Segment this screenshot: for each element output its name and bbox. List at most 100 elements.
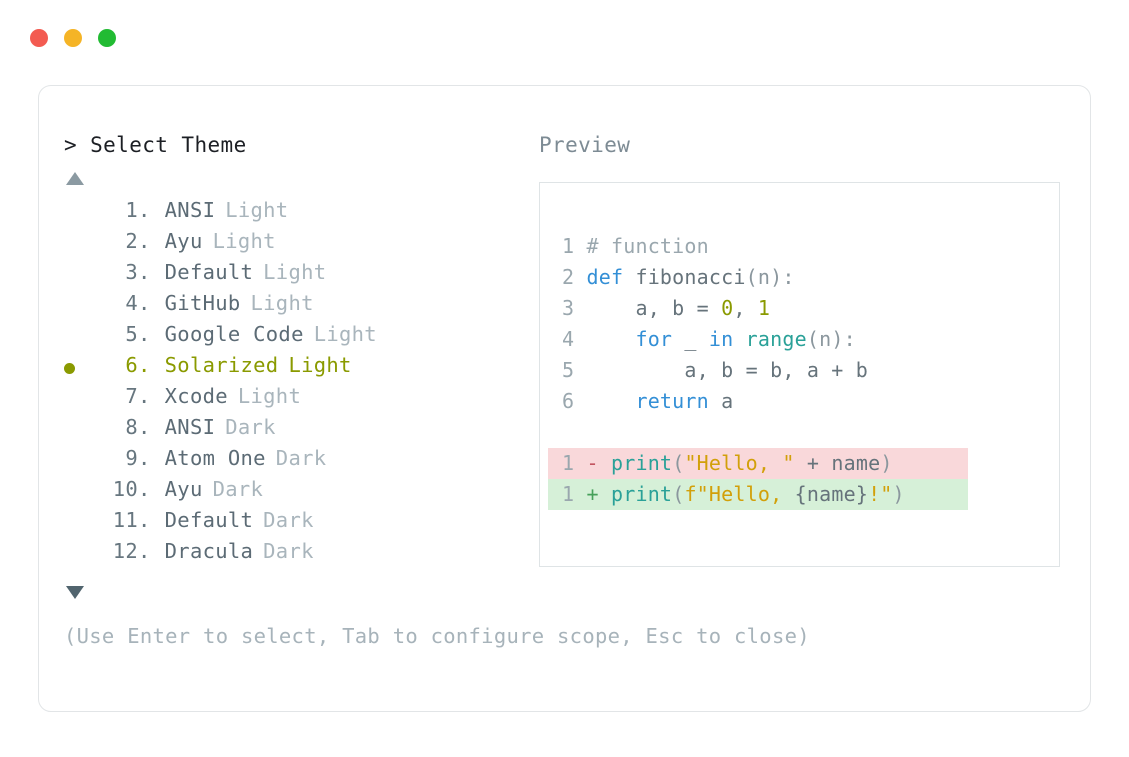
selection-bullet-cell — [64, 353, 92, 384]
code-token: a, b = — [586, 296, 722, 320]
code-line: 4 for _ in range(n): — [540, 324, 1059, 355]
theme-item-index: 6 — [125, 353, 138, 377]
code-line: 1 # function — [540, 231, 1059, 262]
theme-item-index-dot: . — [138, 229, 151, 253]
selection-bullet-cell — [64, 198, 92, 229]
selection-bullet-cell — [64, 384, 92, 415]
selection-bullet-cell — [64, 229, 92, 260]
theme-item-index: 11 — [112, 508, 138, 532]
theme-item-index-dot: . — [138, 198, 151, 222]
selection-bullet-cell — [64, 446, 92, 477]
diff-line-number: 1 — [562, 482, 587, 506]
code-token: a, b = b, a + b — [586, 358, 869, 382]
code-token: fibonacci — [635, 265, 746, 289]
theme-item-index-dot: . — [138, 322, 151, 346]
code-line-number: 5 — [562, 358, 587, 382]
code-token: ) — [892, 482, 905, 506]
diff-line-added: 1 + print(f"Hello, {name}!") — [548, 479, 968, 510]
close-button[interactable] — [30, 29, 48, 47]
theme-item-index-dot: . — [138, 539, 151, 563]
theme-item-name: Default — [164, 260, 254, 284]
selection-bullet-cell — [64, 322, 92, 353]
theme-item-variant: Dark — [263, 508, 314, 532]
code-line-number: 2 — [562, 265, 587, 289]
keyboard-hint: (Use Enter to select, Tab to configure s… — [64, 624, 810, 648]
code-token: a — [708, 389, 734, 413]
code-token: ( — [672, 482, 685, 506]
code-token: ) — [880, 451, 893, 475]
maximize-button[interactable] — [98, 29, 116, 47]
prompt-caret: > — [64, 133, 78, 157]
theme-item-index: 7 — [125, 384, 138, 408]
page-title-text: Select Theme — [90, 133, 247, 157]
code-token: (n): — [745, 265, 795, 289]
code-token: ( — [672, 451, 685, 475]
theme-item-index-dot: . — [138, 291, 151, 315]
code-token: return — [635, 389, 709, 413]
selection-bullet-cell — [64, 477, 92, 508]
theme-item-index-dot: . — [138, 446, 151, 470]
theme-item-index: 2 — [125, 229, 138, 253]
code-token: (n): — [806, 327, 856, 351]
code-token: 0 — [721, 296, 734, 320]
code-token: print — [610, 482, 673, 506]
code-line-number: 1 — [562, 234, 587, 258]
code-token: range — [745, 327, 807, 351]
code-line-number: 4 — [562, 327, 587, 351]
selection-bullet-cell — [64, 415, 92, 446]
code-token: + — [794, 451, 832, 475]
code-token: !" — [868, 482, 893, 506]
theme-item-variant: Light — [225, 198, 289, 222]
selected-bullet-icon — [64, 363, 75, 374]
theme-item-index: 10 — [112, 477, 138, 501]
theme-item-index: 12 — [112, 539, 138, 563]
code-token: in — [708, 327, 734, 351]
diff-sign: + — [586, 482, 611, 506]
theme-item-variant: Dark — [263, 539, 314, 563]
code-token — [586, 327, 635, 351]
theme-item-name: Google Code — [164, 322, 304, 346]
theme-item-name: Default — [164, 508, 254, 532]
code-line: 3 a, b = 0, 1 — [540, 293, 1059, 324]
theme-item-index: 5 — [125, 322, 138, 346]
theme-item-variant: Dark — [225, 415, 276, 439]
diff-sign: - — [586, 451, 611, 475]
theme-item-name: Atom One — [164, 446, 266, 470]
code-token: , — [733, 296, 758, 320]
selection-bullet-cell — [64, 539, 92, 570]
selection-bullet-cell — [64, 260, 92, 291]
scroll-down-arrow-icon[interactable] — [66, 586, 84, 599]
theme-item-name: Xcode — [164, 384, 228, 408]
theme-item-variant: Light — [237, 384, 302, 408]
code-line-number: 3 — [562, 296, 587, 320]
theme-item-variant: Light — [263, 260, 327, 284]
code-token: print — [610, 451, 673, 475]
theme-item-index: 8 — [125, 415, 138, 439]
theme-item-name: ANSI — [164, 415, 216, 439]
preview-title: Preview — [539, 133, 631, 157]
diff-line-removed: 1 - print("Hello, " + name) — [548, 448, 968, 479]
theme-item-index-dot: . — [138, 415, 151, 439]
theme-item-index: 1 — [125, 198, 138, 222]
minimize-button[interactable] — [64, 29, 82, 47]
theme-list-item[interactable]: 8. ANSI Dark — [64, 415, 534, 446]
code-token — [733, 327, 745, 351]
theme-item-variant: Light — [288, 353, 352, 377]
theme-item-variant: Light — [250, 291, 314, 315]
scroll-up-arrow-icon[interactable] — [66, 172, 84, 185]
window-titlebar — [0, 0, 1129, 76]
